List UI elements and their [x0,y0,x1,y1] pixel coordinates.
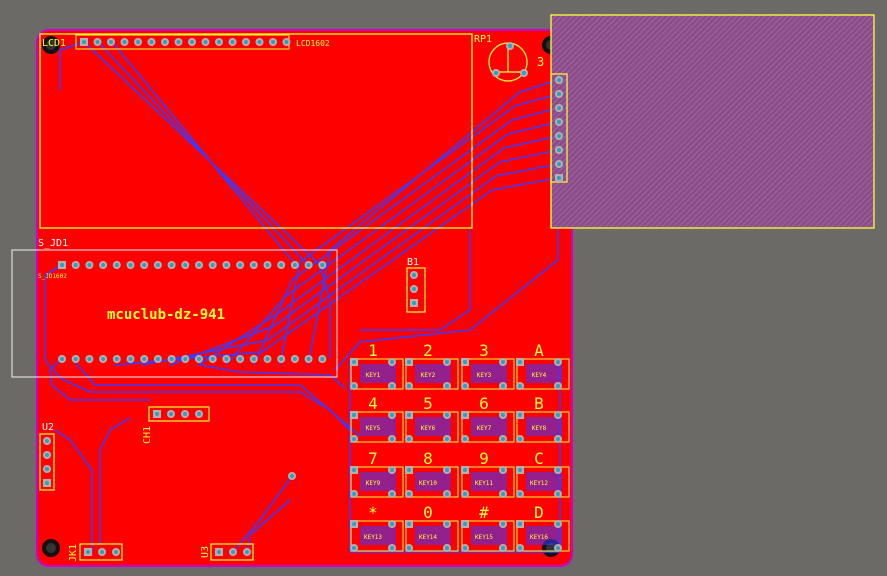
sjd-name-label: S_JD1602 [38,273,67,280]
key-switch: A KEY4 [516,341,570,390]
key-symbol: 3 [479,341,489,360]
key-ref: KEY7 [477,425,492,432]
key-switch: D KEY16 [516,503,570,552]
key-ref: KEY13 [364,534,382,541]
lcd-name-label: LCD1602 [296,39,330,48]
u3-pads [215,548,251,556]
key-symbol: 9 [479,449,489,468]
jk1-outline [79,543,123,561]
key-symbol: A [534,341,544,360]
key-symbol: 8 [423,449,433,468]
rp1-value-label: 3 [537,55,544,69]
key-switch: C KEY12 [516,449,570,498]
key-symbol: * [368,503,378,522]
key-symbol: 1 [368,341,378,360]
b1-ref-label: B1 [407,257,419,268]
ch1-ref-label: CH1 [142,426,153,444]
lcd-outline [39,33,473,229]
u2-outline [39,433,55,491]
sjd-top-header [58,261,327,269]
key-symbol: 2 [423,341,433,360]
u2-pads [43,437,51,487]
keepout-zone [550,14,875,229]
key-symbol: 4 [368,394,378,413]
key-ref: KEY2 [421,372,436,379]
potentiometer-rp1 [488,42,528,82]
u3-outline [210,543,254,561]
key-ref: KEY1 [366,372,381,379]
key-ref: KEY16 [530,534,548,541]
bottom-traces [44,41,561,553]
trace [72,359,361,437]
key-ref: KEY9 [366,480,381,487]
key-ref: KEY14 [419,534,437,541]
trace [225,121,559,366]
key-ref: KEY15 [475,534,493,541]
sjd-ref-label: S_JD1 [38,238,68,249]
trace [199,364,346,389]
trace [232,475,293,553]
via [288,472,296,480]
right-header [555,76,563,182]
trace [319,264,331,358]
key-ref: KEY10 [419,480,437,487]
jk1-ref-label: JK1 [68,544,79,562]
key-ref: KEY6 [421,425,436,432]
b1-pads [410,271,418,307]
ch1-outline [148,406,210,422]
key-symbol: 7 [368,449,378,468]
key-switch: # KEY15 [461,503,515,552]
key-ref: KEY12 [530,480,548,487]
key-symbol: 0 [423,503,433,522]
key-symbol: C [534,449,544,468]
jk1-pads [84,548,120,556]
key-switch: * KEY13 [350,503,404,552]
key-symbol: 6 [479,394,489,413]
trace [246,499,291,553]
key-symbol: D [534,503,544,522]
key-ref: KEY3 [477,372,492,379]
key-ref: KEY5 [366,425,381,432]
key-ref: KEY11 [475,480,493,487]
trace [54,429,93,552]
key-symbol: 5 [423,394,433,413]
u3-ref-label: U3 [200,546,211,558]
key-symbol: # [479,503,489,522]
trace [141,163,559,366]
trace [360,230,471,331]
sjd-bottom-header [58,355,327,363]
lcd-header [75,34,291,50]
board-title: mcuclub-dz-941 [107,307,225,323]
trace [49,357,150,401]
trace [334,182,559,371]
key-ref: KEY8 [532,425,547,432]
key-switch: B KEY8 [516,394,570,443]
key-symbol: B [534,394,544,413]
keypad-matrix: 1KEY12KEY23KEY3AKEY44KEY55KEY66KEY7BKEY8… [350,341,570,552]
trace [253,107,559,366]
trace [169,149,559,366]
sjd-outline [11,249,338,378]
key-ref: KEY4 [532,372,547,379]
rp1-ref-label: RP1 [474,34,492,45]
b1-outline [406,267,426,313]
u2-ref-label: U2 [42,422,54,433]
lcd-ref-label: LCD1 [42,38,66,49]
ch1-pads [153,410,203,418]
trace [99,417,131,545]
